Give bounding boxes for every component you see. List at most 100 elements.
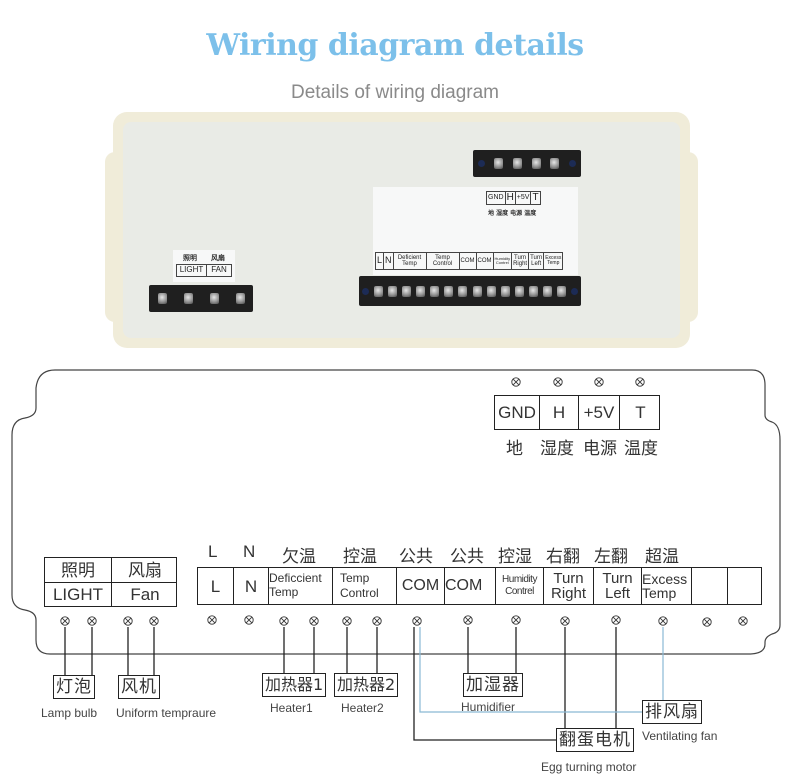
terminal-icon (658, 616, 668, 626)
photo-cell-t: T (530, 191, 541, 205)
caption-uniform-temperature: Uniform tempraure (116, 706, 217, 720)
top-label-com2: 公共 (450, 547, 484, 566)
terminal-icon (123, 616, 133, 626)
photo-main-table: L N Deficient Temp Temp Control COM COM … (374, 252, 564, 270)
top-label-excess-temp: 超温 (645, 547, 679, 566)
photo-cell-h: H (504, 191, 516, 205)
cell-text: Right (550, 585, 587, 602)
terminal-icon (511, 377, 521, 387)
caption-heater2: Heater2 (341, 701, 384, 715)
device-humidifier: 加湿器 (463, 673, 523, 697)
cell-text: Turn (553, 570, 584, 587)
label-temperature: 温度 (624, 439, 658, 458)
terminal-icon (553, 377, 563, 387)
cell-n: N (233, 568, 268, 604)
photo-terminal-strip-small (149, 285, 253, 312)
terminal-icon (207, 615, 217, 625)
terminal-icon (594, 377, 604, 387)
terminal-icon (60, 616, 70, 626)
top-label-com1: 公共 (399, 547, 433, 566)
cell-text: COM (401, 577, 440, 594)
cell-gnd: GND (498, 403, 536, 422)
caption-lamp-bulb: Lamp bulb (41, 706, 98, 720)
terminal-icon (149, 616, 159, 626)
top-label-l: L (208, 542, 218, 561)
cell-spare-2 (727, 568, 763, 604)
photo-cell-gnd: GND (486, 191, 506, 205)
device-heater2: 加热器2 (334, 673, 399, 697)
terminal-icon (342, 616, 352, 626)
terminal-icon (702, 617, 712, 627)
top-label-turn-left: 左翻 (594, 547, 628, 566)
top-label-turn-right: 右翻 (546, 547, 580, 566)
caption-humidifier: Humidifier (461, 700, 516, 714)
terminal-icon (412, 616, 422, 626)
device-ventilating-fan: 排风扇 (642, 700, 702, 724)
photo-sensor-cn: 地 湿度 电源 温度 (488, 210, 537, 217)
top-label-humidity-control: 控湿 (498, 547, 532, 566)
cell-h: H (539, 396, 578, 429)
cell-text: L (210, 576, 221, 596)
cell-t: T (619, 396, 661, 429)
page-title: Wiring diagram details (206, 28, 584, 63)
photo-cell: Temp Control (425, 252, 460, 270)
photo-label-cn-light: 照明 (183, 254, 197, 262)
photo-cell-5v: +5V (514, 191, 532, 205)
cell-cn-lighting: 照明 (61, 560, 95, 580)
photo-sensor-table: GND H +5V T (486, 191, 541, 205)
terminal-icon (279, 616, 289, 626)
terminal-icon (511, 615, 521, 625)
top-label-n: N (243, 542, 256, 561)
device-lamp-bulb: 灯泡 (53, 675, 95, 699)
cell-com1: COM (396, 568, 444, 604)
terminal-icon (560, 616, 570, 626)
terminal-icon (463, 615, 473, 625)
cell-5v: +5V (578, 396, 619, 429)
caption-egg-turning-motor: Egg turning motor (541, 760, 637, 774)
cell-text: Turn (602, 570, 633, 587)
cell-spare-1 (691, 568, 727, 604)
cell-fan: Fan (111, 582, 178, 607)
cell-text: Temp (340, 571, 370, 585)
device-fan: 风机 (118, 675, 160, 699)
cell-com2: COM (444, 568, 495, 604)
terminal-icon (87, 616, 97, 626)
cell-text: Deficcient (269, 571, 322, 585)
device-egg-turning-motor: 翻蛋电机 (556, 728, 634, 752)
cell-text: Contrel (505, 586, 534, 597)
cell-text: Temp (269, 585, 299, 599)
photo-cell-fan: FAN (206, 264, 232, 277)
terminal-icon (635, 377, 645, 387)
photo-terminal-strip-main (359, 276, 581, 306)
cell-text: Humidity (502, 574, 537, 585)
terminal-icon (738, 616, 748, 626)
photo-ear-right (678, 152, 698, 322)
caption-heater1: Heater1 (270, 701, 313, 715)
cell-text: Temp (642, 585, 677, 601)
cell-text: N (244, 576, 258, 596)
label-humidity: 湿度 (540, 439, 574, 458)
page-subtitle: Details of wiring diagram (290, 82, 500, 103)
photo-cell: Excess Temp (543, 252, 564, 270)
cell-text: Excess (642, 571, 688, 587)
sensor-terminal-block: GND H +5V T (494, 395, 660, 430)
photo-label-cn-fan: 风扇 (211, 254, 225, 262)
light-fan-terminal-block: 照明 风扇 LIGHT Fan (44, 557, 177, 607)
cell-text: Left (604, 585, 631, 602)
terminal-icon (244, 615, 254, 625)
cell-cn-fan: 风扇 (111, 558, 178, 582)
cell-text: Control (340, 586, 379, 600)
photo-cell: Turn Left (528, 252, 545, 270)
caption-ventilating-fan: Ventilating fan (642, 729, 718, 743)
